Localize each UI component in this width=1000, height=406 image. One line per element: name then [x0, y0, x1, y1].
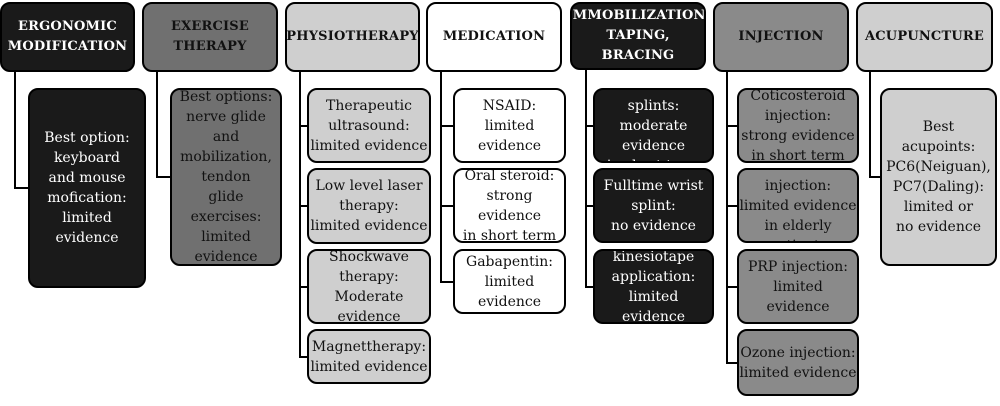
evidence-box-ergonomic: Best option: keyboard and mouse moficati… [28, 88, 146, 288]
evidence-box-medication: NSAID: limited evidence [453, 88, 566, 163]
connector-horizontal-medication [440, 280, 454, 283]
evidence-box-injection: Coticosteroid injection: strong evidence… [737, 88, 859, 163]
connector-horizontal-medication [440, 124, 454, 127]
evidence-box-exercise: Best options: nerve glide and mobilizati… [170, 88, 282, 266]
header-physiotherapy: PHYSIOTHERAPY [285, 2, 420, 72]
header-immobilization: IMMOBILIZATION, TAPING, BRACING [570, 2, 706, 70]
evidence-box-injection: PRP injection: limited evidence [737, 249, 859, 324]
connector-horizontal-injection [726, 361, 738, 364]
connector-horizontal-acupuncture [869, 176, 881, 178]
evidence-box-acupuncture: Best acupoints: PC6(Neiguan), PC7(Daling… [880, 88, 997, 266]
header-injection: INJECTION [713, 2, 849, 72]
connector-horizontal-exercise [156, 176, 171, 178]
connector-vertical-injection [726, 72, 728, 364]
connector-vertical-acupuncture [869, 72, 871, 178]
connector-horizontal-injection [726, 124, 738, 127]
connector-horizontal-injection [726, 204, 738, 207]
connector-horizontal-physiotherapy [299, 124, 308, 127]
evidence-box-physiotherapy: Low level laser therapy: limited evidenc… [307, 168, 431, 244]
header-ergonomic: ERGONOMIC MODIFICATION [0, 2, 135, 72]
evidence-box-immobilization: Fulltime wrist splint: no evidence [593, 168, 714, 243]
evidence-box-immobilization: Nocturnal wrist splints: moderate eviden… [593, 88, 714, 163]
connector-vertical-physiotherapy [299, 72, 301, 358]
header-exercise: EXERCISE THERAPY [142, 2, 278, 72]
connector-horizontal-immobilization [585, 124, 594, 127]
connector-horizontal-physiotherapy [299, 285, 308, 288]
evidence-box-physiotherapy: Therapeutic ultrasound: limited evidence [307, 88, 431, 163]
connector-horizontal-physiotherapy [299, 205, 308, 207]
evidence-box-physiotherapy: Magnettherapy: limited evidence [307, 329, 431, 384]
evidence-box-physiotherapy: Shockwave therapy: Moderate evidence [307, 249, 431, 324]
evidence-box-medication: Oral steroid: strong evidence in short t… [453, 168, 566, 243]
evidence-box-injection: Non-steroidal injection: limited evidenc… [737, 168, 859, 243]
connector-horizontal-ergonomic [14, 187, 29, 189]
connector-horizontal-physiotherapy [299, 355, 308, 358]
header-acupuncture: ACUPUNCTURE [856, 2, 993, 72]
connector-horizontal-immobilization [585, 285, 594, 288]
connector-horizontal-immobilization [585, 204, 594, 207]
connector-vertical-exercise [156, 72, 158, 178]
connector-vertical-medication [440, 72, 442, 283]
connector-horizontal-injection [726, 285, 738, 288]
evidence-box-injection: Ozone injection: limited evidence [737, 329, 859, 396]
evidence-box-medication: Gabapentin: limited evidence [453, 249, 566, 314]
evidence-box-immobilization: kinesiotape application: limited evidenc… [593, 249, 714, 324]
header-medication: MEDICATION [426, 2, 562, 72]
connector-vertical-ergonomic [14, 72, 16, 189]
connector-vertical-immobilization [585, 70, 587, 288]
connector-horizontal-medication [440, 204, 454, 207]
